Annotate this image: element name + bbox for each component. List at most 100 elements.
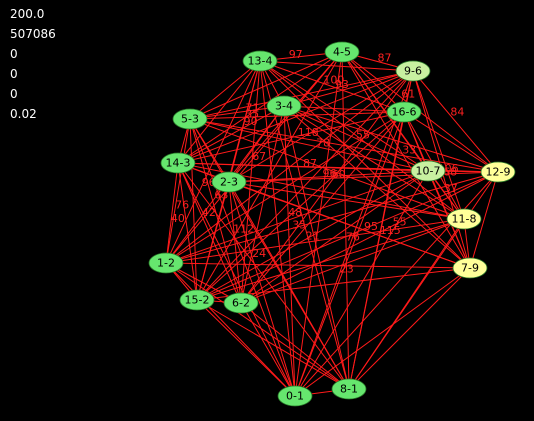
- edge-3-4-10-7: [283, 105, 429, 172]
- node-label: 7-9: [461, 262, 479, 275]
- node-shape[interactable]: [452, 257, 488, 279]
- node-label: 16-6: [392, 106, 417, 119]
- edge-9-6-2-3: [228, 70, 414, 183]
- edge-10-7-6-2: [240, 170, 429, 304]
- edge-label: 68: [443, 165, 457, 178]
- edge-10-7-1-2: [165, 170, 429, 264]
- stats-panel: 200.0 507086 0 0 0 0.02: [10, 4, 56, 124]
- node-4-5[interactable]: 4-5: [324, 41, 360, 63]
- edge-9-6-15-2: [196, 70, 414, 301]
- edge-2-3-7-9: [228, 181, 471, 269]
- edge-12-9-6-2: [240, 171, 499, 304]
- node-label: 14-3: [166, 157, 191, 170]
- node-15-2[interactable]: 15-2: [179, 289, 215, 311]
- node-2-3[interactable]: 2-3: [211, 171, 247, 193]
- node-shape[interactable]: [179, 289, 215, 311]
- edge-13-4-5-3: [189, 60, 261, 120]
- edge-5-3-15-2: [189, 118, 198, 301]
- edge-15-2-8-1: [196, 299, 350, 390]
- node-shape[interactable]: [223, 292, 259, 314]
- edge-label: 48: [288, 206, 302, 219]
- node-shape[interactable]: [242, 50, 278, 72]
- edge-label: 24: [252, 247, 266, 260]
- edge-3-4-14-3: [177, 105, 285, 164]
- node-1-2[interactable]: 1-2: [148, 252, 184, 274]
- node-5-3[interactable]: 5-3: [172, 108, 208, 130]
- node-14-3[interactable]: 14-3: [160, 152, 196, 174]
- node-shape[interactable]: [211, 171, 247, 193]
- edge-9-6-3-4: [283, 70, 414, 107]
- edge-16-6-1-2: [165, 111, 405, 264]
- edge-16-6-8-1: [348, 111, 405, 390]
- node-shape[interactable]: [172, 108, 208, 130]
- node-13-4[interactable]: 13-4: [242, 50, 278, 72]
- edge-1-2-0-1: [165, 262, 296, 397]
- edge-16-6-14-3: [177, 111, 405, 164]
- edge-label: 71: [246, 101, 260, 114]
- node-label: 3-4: [275, 100, 293, 113]
- edge-2-3-8-1: [228, 181, 350, 390]
- node-shape[interactable]: [160, 152, 196, 174]
- edge-11-8-6-2: [240, 218, 465, 304]
- node-0-1[interactable]: 0-1: [277, 385, 313, 407]
- edge-label: 76: [346, 231, 360, 244]
- nodes-layer[interactable]: 13-4 4-5 9-6 3-4 16-6 5-3 14-3 2-3 10-7 12-9 11-8 1…: [148, 41, 516, 407]
- node-shape[interactable]: [266, 95, 302, 117]
- edge-2-3-11-8: [228, 181, 465, 220]
- node-8-1[interactable]: 8-1: [331, 378, 367, 400]
- node-shape[interactable]: [446, 208, 482, 230]
- stat-value-3: 0: [10, 47, 18, 61]
- edge-14-3-0-1: [177, 162, 296, 397]
- node-3-4[interactable]: 3-4: [266, 95, 302, 117]
- edge-9-6-12-9: [412, 70, 499, 173]
- node-9-6[interactable]: 9-6: [395, 60, 431, 82]
- edge-4-5-8-1: [341, 51, 350, 390]
- edge-3-4-12-9: [283, 105, 499, 173]
- node-label: 11-8: [452, 213, 477, 226]
- node-shape[interactable]: [386, 101, 422, 123]
- node-shape[interactable]: [410, 160, 446, 182]
- edge-16-6-6-2: [240, 111, 405, 304]
- edge-11-8-15-2: [196, 218, 465, 301]
- node-shape[interactable]: [277, 385, 313, 407]
- edge-3-4-8-1: [283, 105, 350, 390]
- node-shape[interactable]: [395, 60, 431, 82]
- node-12-9[interactable]: 12-9: [480, 161, 516, 183]
- edge-1-2-7-9: [165, 262, 471, 269]
- edge-label: 96: [323, 167, 337, 180]
- node-shape[interactable]: [331, 378, 367, 400]
- node-16-6[interactable]: 16-6: [386, 101, 422, 123]
- edge-label: 61: [401, 88, 415, 101]
- node-label: 6-2: [232, 297, 250, 310]
- node-label: 13-4: [248, 55, 273, 68]
- edge-11-8-1-2: [165, 218, 465, 264]
- edge-13-4-9-6: [259, 60, 414, 72]
- edge-9-6-14-3: [177, 70, 414, 164]
- edge-4-5-5-3: [189, 51, 343, 120]
- node-11-8[interactable]: 11-8: [446, 208, 482, 230]
- edge-12-9-7-9: [469, 171, 499, 269]
- edge-10-7-0-1: [294, 170, 429, 397]
- node-10-7[interactable]: 10-7: [410, 160, 446, 182]
- edge-label: 93: [335, 78, 349, 91]
- edge-3-4-11-8: [283, 105, 465, 220]
- node-7-9[interactable]: 7-9: [452, 257, 488, 279]
- node-6-2[interactable]: 6-2: [223, 292, 259, 314]
- edge-label: 35: [245, 108, 259, 121]
- node-shape[interactable]: [148, 252, 184, 274]
- edge-label: 76: [175, 198, 189, 211]
- edge-label: 23: [340, 263, 354, 276]
- edge-1-2-8-1: [165, 262, 350, 390]
- stat-value-4: 0: [10, 67, 18, 81]
- edge-label: 40: [171, 212, 185, 225]
- edge-label: 35: [292, 218, 306, 231]
- stat-value-2: 507086: [10, 27, 56, 41]
- edge-13-4-7-9: [259, 60, 471, 269]
- edge-10-7-15-2: [196, 170, 429, 301]
- edge-5-3-0-1: [189, 118, 296, 397]
- edge-2-3-12-9: [228, 171, 499, 183]
- edge-label: 21: [306, 229, 320, 242]
- node-shape[interactable]: [324, 41, 360, 63]
- node-shape[interactable]: [480, 161, 516, 183]
